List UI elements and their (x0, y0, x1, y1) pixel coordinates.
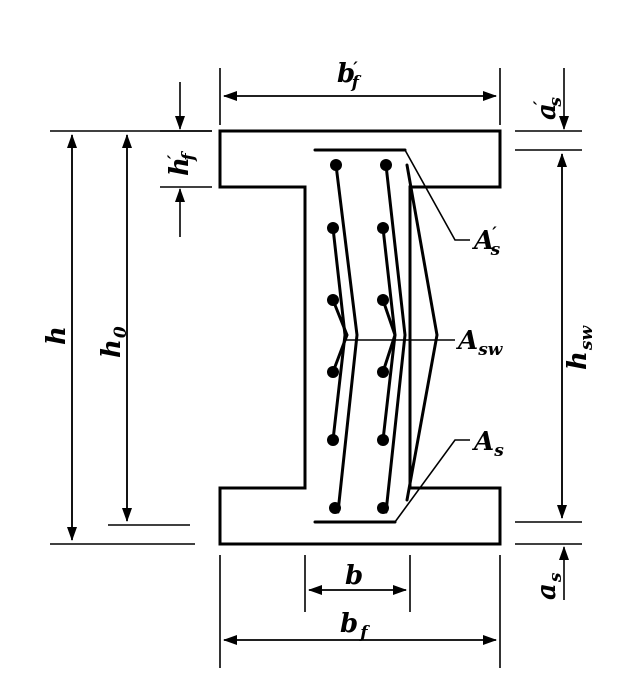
label-total-height: h (42, 326, 72, 345)
dim-bottom-cover (515, 543, 582, 600)
web-steel-bars (331, 163, 455, 514)
dim-top-cover (515, 68, 582, 151)
label-web-steel: Asw (455, 326, 504, 360)
dim-total-height (50, 130, 212, 545)
dim-web-width (304, 555, 411, 612)
label-web-width: b (345, 561, 363, 591)
rebar-dot (327, 294, 339, 306)
leader-compression-steel (404, 149, 470, 241)
rebar-dots (327, 159, 392, 514)
rebar-dot (377, 222, 389, 234)
dim-top-flange-width (219, 68, 501, 125)
label-top-flange-width: b′f (337, 59, 362, 93)
rebar-dot (377, 294, 389, 306)
label-top-cover: a′s (531, 97, 566, 120)
label-top-flange-height: h′f (165, 151, 199, 176)
rebar-dot (377, 502, 389, 514)
rebar-dot (377, 366, 389, 378)
label-web-height: hsw (563, 325, 597, 370)
rebar-dot (327, 222, 339, 234)
label-effective-height: h0 (97, 326, 131, 358)
dim-bottom-flange-width (219, 555, 501, 668)
dim-effective-height (108, 134, 190, 526)
rebar-dot (330, 159, 342, 171)
label-compression-steel: A′s (471, 224, 501, 260)
dim-web-height (515, 153, 582, 523)
rebar-dot (329, 502, 341, 514)
rebar-dot (327, 366, 339, 378)
label-bottom-cover: as (532, 572, 566, 600)
rebar-dot (377, 434, 389, 446)
rebar-dot (327, 434, 339, 446)
i-section-outline (218, 129, 502, 546)
leader-tension-steel (394, 439, 470, 523)
rebar-dot (380, 159, 392, 171)
label-tension-steel: As (471, 427, 504, 461)
